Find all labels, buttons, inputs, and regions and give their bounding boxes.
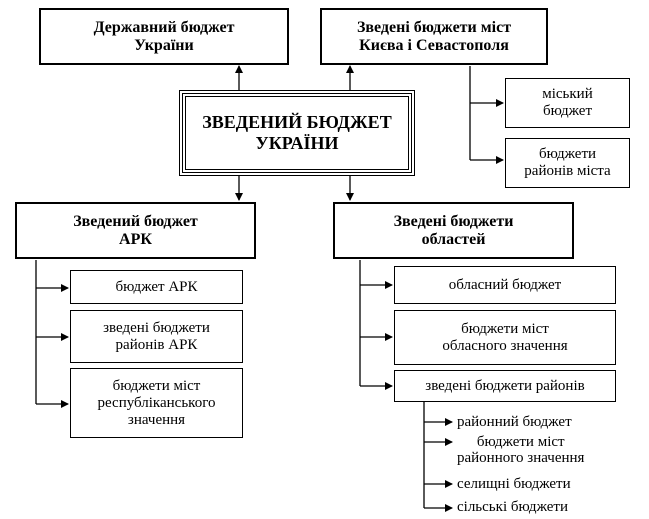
- ark-box: Зведений бюджет АРК: [15, 202, 256, 259]
- consolidated-budget-box: ЗВЕДЕНИЙ БЮДЖЕТ УКРАЇНИ: [179, 90, 415, 176]
- city-districts-box: бюджети районів міста: [505, 138, 630, 188]
- oblast-districts-box: зведені бюджети районів: [394, 370, 616, 402]
- ark-cities-box: бюджети міст республіканського значення: [70, 368, 243, 438]
- kyiv-sevastopol-box: Зведені бюджети міст Києва і Севастополя: [320, 8, 548, 65]
- oblast-cities-box: бюджети міст обласного значення: [394, 310, 616, 365]
- consolidated-budget-title: ЗВЕДЕНИЙ БЮДЖЕТ УКРАЇНИ: [202, 112, 392, 153]
- settlement-budgets-label: селищні бюджети: [457, 476, 571, 492]
- ark-districts-box: зведені бюджети районів АРК: [70, 310, 243, 363]
- city-budget-box: міський бюджет: [505, 78, 630, 128]
- village-budgets-label: сільські бюджети: [457, 499, 568, 515]
- district-cities-label: бюджети міст районного значення: [457, 434, 585, 466]
- oblasts-box: Зведені бюджети областей: [333, 202, 574, 259]
- state-budget-box: Державний бюджет України: [39, 8, 289, 65]
- ark-budget-box: бюджет АРК: [70, 270, 243, 304]
- district-budget-label: районний бюджет: [457, 414, 572, 430]
- oblast-budget-box: обласний бюджет: [394, 266, 616, 304]
